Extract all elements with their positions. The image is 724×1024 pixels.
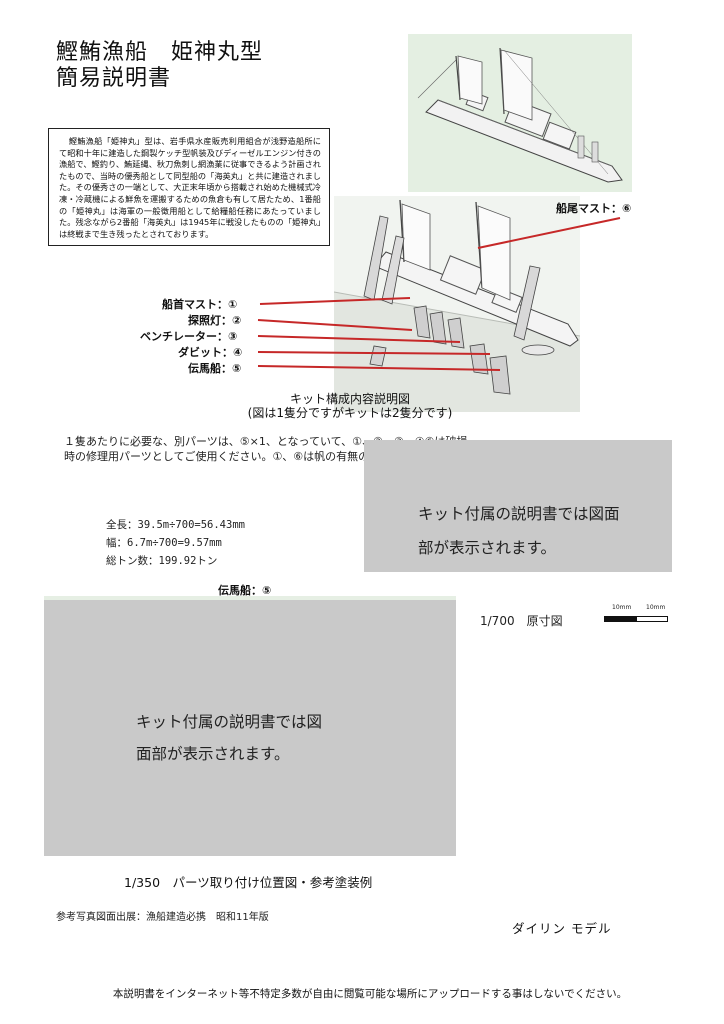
- drawing-placeholder-2: キット付属の説明書では図 面部が表示されます。: [44, 596, 456, 856]
- placeholder-2-line-1: キット付属の説明書では図: [136, 713, 323, 731]
- callout-line-boat: [257, 365, 501, 371]
- placeholder-2-line-2: 面部が表示されます。: [136, 745, 290, 763]
- parts-note: １隻あたりに必要な、別パーツは、⑤×1、となっていて、①、②、③、④⑥は破損時の…: [64, 435, 468, 463]
- placeholder-1-line-1: キット付属の説明書では図面: [418, 505, 620, 523]
- spec-tonnage: 総トン数：199.92トン: [106, 555, 218, 567]
- ship-render-top: [408, 34, 632, 192]
- callout-line-ventilator: [257, 335, 461, 343]
- drawing-placeholder-1: キット付属の説明書では図面 部が表示されます。: [364, 440, 672, 572]
- callout-line-davit: [257, 351, 491, 355]
- scale-tick-2: 10mm: [646, 604, 666, 611]
- kit-caption-line-2: (図は1隻分ですがキットは2隻分です): [247, 406, 453, 420]
- callout-lines: [257, 217, 621, 371]
- callout-line-stern-mast: [477, 217, 621, 249]
- scale-350-caption: 1/350 パーツ取り付け位置図・参考塗装例: [124, 875, 373, 890]
- kit-parts-drawing: [333, 199, 581, 412]
- callout-boat-2: 伝馬船：⑤: [218, 584, 272, 597]
- title-line-2: 簡易説明書: [56, 66, 172, 91]
- maker-name: ダイリン モデル: [512, 921, 612, 936]
- callout-davit: ダビット：④: [178, 346, 243, 359]
- callout-line-searchlight: [257, 319, 413, 331]
- kit-caption-line-1: キット構成内容説明図: [289, 392, 410, 406]
- scale-bar: 10mm 10mm: [600, 604, 674, 630]
- footer-notice: 本説明書をインターネット等不特定多数が自由に閲覧可能な場所にアップロードする事は…: [112, 988, 628, 1000]
- title-line-1: 鰹鮪漁船 姫神丸型: [56, 40, 264, 65]
- callout-boat: 伝馬船：⑤: [188, 362, 242, 375]
- reference-note: 参考写真図面出展：漁船建造必携 昭和11年版: [56, 912, 269, 923]
- spec-beam: 幅：6.7m÷700=9.57mm: [106, 537, 222, 549]
- spec-length: 全長：39.5m÷700=56.43mm: [106, 519, 245, 531]
- kit-caption: キット構成内容説明図 (図は1隻分ですがキットは2隻分です): [200, 392, 500, 420]
- callout-ventilator: ベンチレーター：③: [140, 330, 238, 343]
- scale-700-label: 1/700 原寸図: [480, 614, 563, 628]
- callout-bow-mast: 船首マスト：①: [162, 298, 238, 311]
- placeholder-1-line-2: 部が表示されます。: [418, 539, 556, 557]
- kit-parts-render: [333, 196, 581, 412]
- scale-bar-white: [636, 616, 668, 622]
- callout-line-bow-mast: [259, 297, 411, 305]
- callout-stern-mast: 船尾マスト：⑥: [556, 202, 632, 215]
- callout-searchlight: 探照灯：②: [188, 314, 242, 327]
- scale-bar-black: [604, 616, 636, 622]
- ship-render-top-drawing: [417, 47, 623, 183]
- description-box: 鰹鮪漁船「姫神丸」型は、岩手県水産販売利用組合が浅野造船所にて昭和十年に建造した…: [48, 128, 330, 246]
- scale-tick-1: 10mm: [612, 604, 632, 611]
